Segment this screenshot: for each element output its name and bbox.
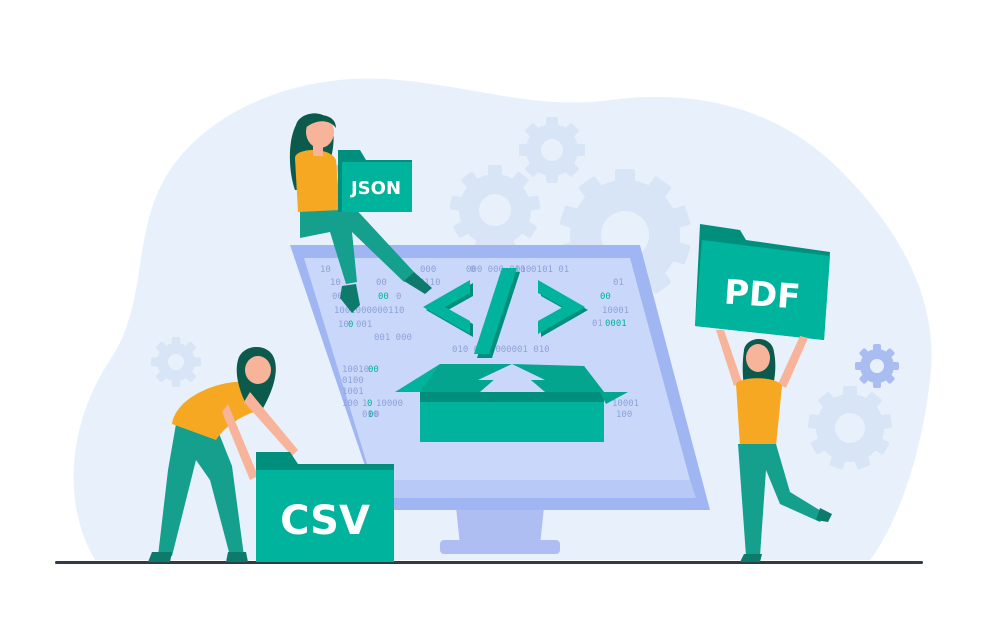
pdf-folder-label: PDF xyxy=(723,272,802,317)
gear-icon xyxy=(519,117,585,183)
binary-digits: 1001 xyxy=(342,387,364,397)
binary-digits: 0 xyxy=(368,410,373,420)
binary-digits: 000 xyxy=(420,265,436,275)
csv-folder-label: CSV xyxy=(280,498,370,544)
binary-digits: 10 xyxy=(338,320,349,330)
woman-with-json-folder: JSON xyxy=(289,113,432,313)
binary-digits: 10001 xyxy=(602,306,629,316)
binary-digits: 00 xyxy=(332,292,343,302)
gear-icon xyxy=(855,344,899,388)
gear-icon xyxy=(807,386,893,470)
binary-digits: 0100 xyxy=(342,376,364,386)
gear-icon xyxy=(151,337,201,387)
woman-with-pdf-folder: PDF xyxy=(695,224,832,562)
binary-digits: 1001000000110 xyxy=(334,306,404,316)
binary-digits: 01 xyxy=(592,319,603,329)
binary-digits: 001 000 xyxy=(374,333,412,343)
binary-digits: 10000 xyxy=(376,399,403,409)
binary-digits: 0 xyxy=(348,320,353,330)
open-box-icon xyxy=(395,364,628,442)
binary-digits: 0001 xyxy=(605,319,627,329)
binary-digits: 100 xyxy=(616,410,632,420)
binary-digits: 00 xyxy=(600,292,611,302)
binary-digits: 00 xyxy=(376,278,387,288)
binary-digits: 010 101 01 xyxy=(515,265,569,275)
binary-digits: 000 000 010 0 xyxy=(466,265,536,275)
binary-digits: 100 xyxy=(342,399,358,409)
binary-digits: 00 xyxy=(368,365,379,375)
binary-digits: 10 xyxy=(320,265,331,275)
binary-digits: 01 xyxy=(613,278,624,288)
binary-digits: 1 xyxy=(362,399,367,409)
woman-with-csv-folder: CSV xyxy=(148,346,394,562)
binary-digits: 10010 xyxy=(342,365,369,375)
binary-digits: 0 xyxy=(374,410,379,420)
binary-digits: 0 xyxy=(396,292,401,302)
binary-digits: 10 xyxy=(330,278,341,288)
binary-digits: 010 xyxy=(362,410,378,420)
code-symbol-icon xyxy=(423,268,588,358)
binary-digits: 0 xyxy=(367,399,372,409)
ground-line xyxy=(55,561,923,564)
binary-digits: 10001 xyxy=(612,399,639,409)
binary-digits: 0 xyxy=(470,265,475,275)
binary-code: 1000001000000110000001001000000110100001… xyxy=(320,265,639,420)
gear-icon xyxy=(449,165,541,255)
json-folder-label: JSON xyxy=(349,178,401,199)
binary-digits: 00 xyxy=(378,292,389,302)
binary-digits: 010 001 000001 010 xyxy=(452,345,550,355)
binary-digits: 001 xyxy=(356,320,372,330)
